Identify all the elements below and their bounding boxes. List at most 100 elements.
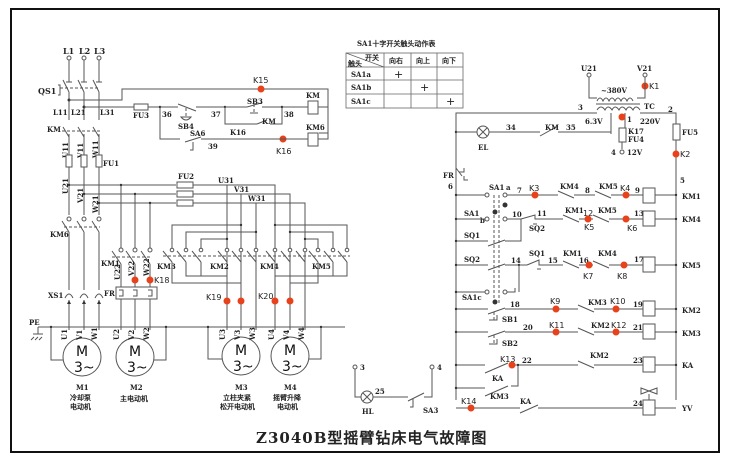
svg-text:3~: 3~ xyxy=(282,359,303,375)
test-point-K18[interactable] xyxy=(146,276,154,284)
motor-M4: M 3~ U4 V4 W4 M4 摇臂升降 电动机 xyxy=(267,325,323,411)
label-node-25: 25 xyxy=(375,387,385,396)
label-tc-V21: V21 xyxy=(636,64,652,73)
test-point-K3[interactable] xyxy=(531,191,539,199)
label-node-16: 16 xyxy=(579,256,589,265)
test-point-K5[interactable] xyxy=(584,215,592,223)
motor-M3: M 3~ U3 V3 W3 M3 立柱夹紧 松开电动机 xyxy=(206,325,261,411)
label-L31: L31 xyxy=(100,108,115,117)
label-K20: K20 xyxy=(258,292,273,301)
test-point-K6[interactable] xyxy=(622,215,630,223)
label-K3: K3 xyxy=(529,184,539,193)
label-U21: U21 xyxy=(61,178,70,194)
test-point-K4[interactable] xyxy=(622,191,630,199)
svg-text:U2: U2 xyxy=(112,329,121,340)
coil-KM2[interactable] xyxy=(642,300,656,317)
label-PE: PE xyxy=(29,318,40,327)
test-point-K20b[interactable] xyxy=(286,297,294,305)
motor-M2: M 3~ U2 V2 W2 M2 主电动机 xyxy=(112,325,168,403)
label-M1: M1 xyxy=(76,383,89,392)
motor-circuit: KM1 U22 V22 W22 K18 FR FU2 U31 V31 W31 xyxy=(101,172,350,330)
label-rung2-KM1: KM1 xyxy=(565,206,584,215)
label-node-8: 8 xyxy=(585,186,590,195)
label-K14: K14 xyxy=(461,397,476,406)
coil-KM1[interactable] xyxy=(642,187,656,204)
test-point-K19b[interactable] xyxy=(237,297,245,305)
label-SB4: SB4 xyxy=(178,122,194,131)
label-node-22: 22 xyxy=(522,356,532,365)
motor-M1: M 3~ U1 V1 W1 M1 冷却泵 电动机 xyxy=(49,325,102,411)
table-mark-c: + xyxy=(446,95,455,108)
coil-KA[interactable] xyxy=(642,356,656,373)
label-node-4: 4 xyxy=(611,148,616,157)
label-rung5-KM2: KM2 xyxy=(591,321,610,330)
label-K16: K16 xyxy=(276,147,291,156)
label-M3: M3 xyxy=(235,383,248,392)
coil-YV[interactable] xyxy=(642,399,656,416)
test-point-K19[interactable] xyxy=(223,297,231,305)
label-rung6-KA: KA xyxy=(492,374,504,383)
label-KM1: KM1 xyxy=(101,259,120,268)
terminal-L2 xyxy=(81,55,87,61)
label-K17: K17 xyxy=(628,127,644,136)
label-K12: K12 xyxy=(611,321,626,330)
label-rung3-KM1: KM1 xyxy=(563,249,582,258)
label-FU4: FU4 xyxy=(628,135,644,144)
label-L21: L21 xyxy=(71,108,86,117)
test-point-K9[interactable] xyxy=(552,305,560,313)
test-point-node-1[interactable] xyxy=(618,113,626,121)
label-rung4-KM3: KM3 xyxy=(588,298,607,307)
test-point-K20[interactable] xyxy=(271,297,279,305)
label-coil-KM3: KM3 xyxy=(682,329,701,338)
coil-KM3[interactable] xyxy=(642,323,656,340)
test-point-K14[interactable] xyxy=(467,404,475,412)
svg-text:冷却泵: 冷却泵 xyxy=(70,393,91,402)
svg-text:3~: 3~ xyxy=(74,360,95,376)
test-point-K11[interactable] xyxy=(552,328,560,336)
label-U11: U11 xyxy=(61,142,70,158)
coil-KM4[interactable] xyxy=(642,210,656,227)
label-K16-contact: K16 xyxy=(230,128,246,137)
test-point-K18a[interactable] xyxy=(131,276,139,284)
label-node-5: 5 xyxy=(680,176,685,185)
label-node-35: 35 xyxy=(566,123,576,132)
test-point-K8[interactable] xyxy=(620,261,628,269)
svg-text:M: M xyxy=(129,344,141,360)
test-point-K7[interactable] xyxy=(585,261,593,269)
label-coil-YV: YV xyxy=(681,404,693,413)
hydraulic-control: K15 FU3 36 SB4 37 SB3 KM 38 KM SA6 39 K1… xyxy=(69,76,329,156)
label-V31: V31 xyxy=(233,185,249,194)
label-KM: KM xyxy=(47,125,61,134)
label-rung3-KM4: KM4 xyxy=(598,249,617,258)
label-W31: W31 xyxy=(247,194,266,203)
test-point-K12[interactable] xyxy=(612,328,620,336)
table-row-SA1a: SA1a xyxy=(351,70,371,79)
label-SA1-left: SA1 xyxy=(464,209,479,218)
svg-text:3~: 3~ xyxy=(127,360,148,376)
svg-text:U1: U1 xyxy=(60,329,69,340)
label-node-17: 17 xyxy=(634,255,644,264)
label-M2: M2 xyxy=(130,383,143,392)
label-W22: W22 xyxy=(142,258,151,277)
label-node-34: 34 xyxy=(506,123,516,132)
label-K4: K4 xyxy=(620,184,630,193)
label-node-2: 2 xyxy=(668,105,673,114)
svg-text:V3: V3 xyxy=(233,330,242,341)
test-point-K13[interactable] xyxy=(508,361,516,369)
coil-KM5[interactable] xyxy=(642,256,656,273)
label-SB1: SB1 xyxy=(502,315,518,324)
label-SA6: SA6 xyxy=(190,129,205,138)
svg-text:主电动机: 主电动机 xyxy=(120,394,148,403)
label-W21: W21 xyxy=(91,195,100,214)
test-point-K15[interactable] xyxy=(257,85,265,93)
label-hl-node-4: 4 xyxy=(437,363,442,372)
label-U31: U31 xyxy=(218,176,234,185)
label-KM3: KM3 xyxy=(157,262,176,271)
label-node-38: 38 xyxy=(284,110,294,119)
test-point-K2[interactable] xyxy=(672,150,680,158)
indicator-circuit: 3 4 25 HL SA3 xyxy=(352,363,442,416)
test-point-K10[interactable] xyxy=(612,305,620,313)
label-rung2-SQ2: SQ2 xyxy=(529,224,545,233)
label-KM2: KM2 xyxy=(210,262,229,271)
label-K9: K9 xyxy=(550,297,560,306)
